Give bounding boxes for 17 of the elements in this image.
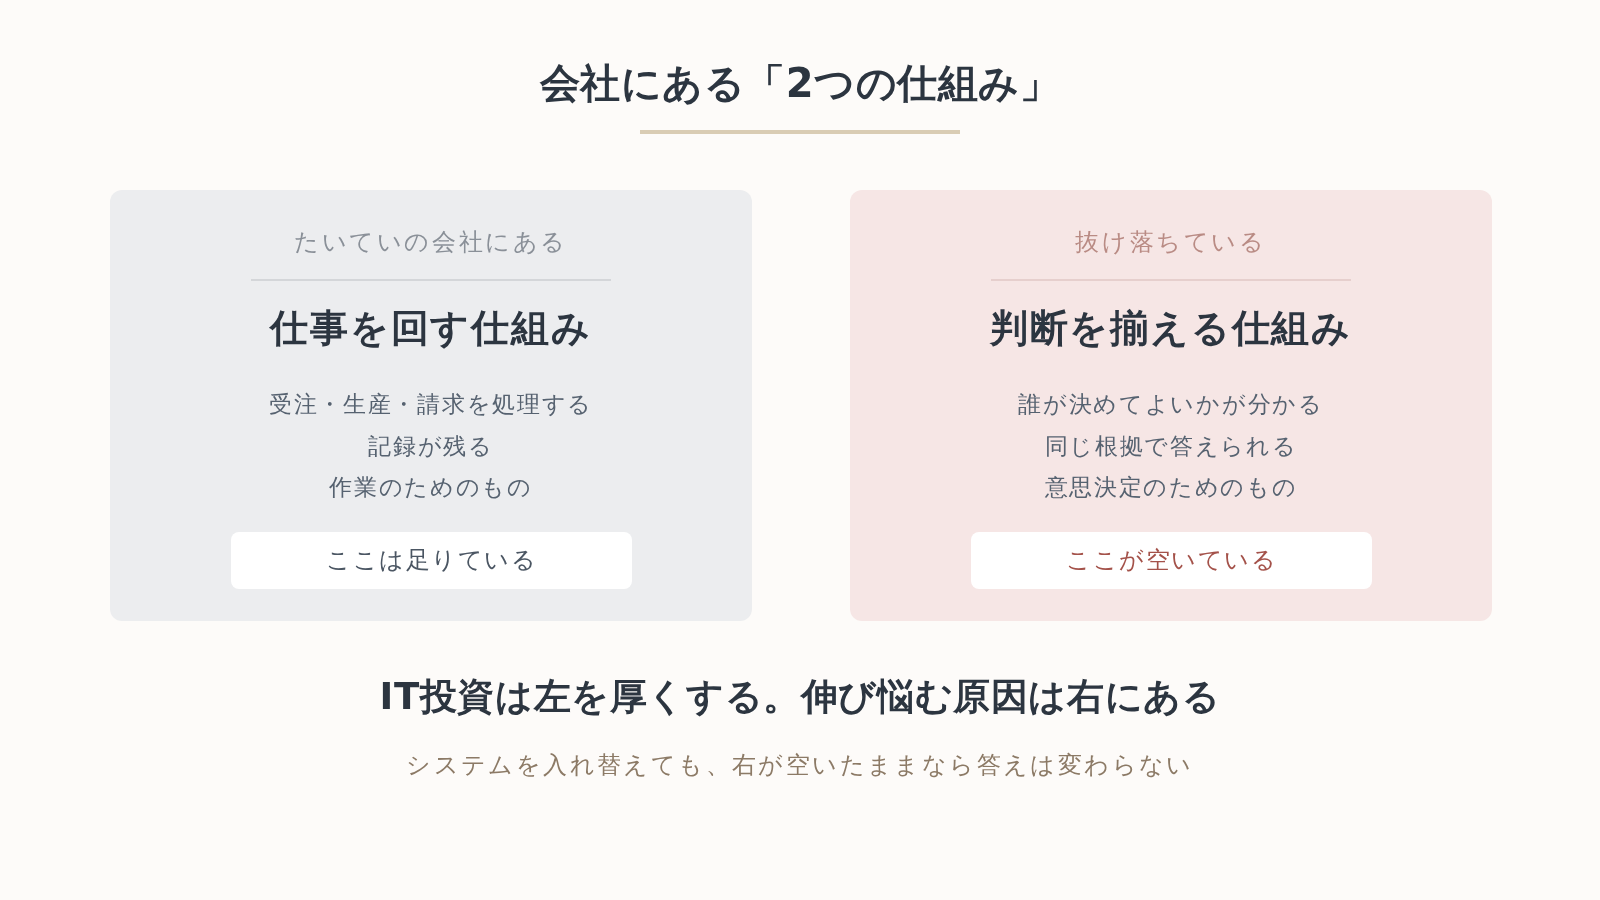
card-heading: 判断を揃える仕組み xyxy=(989,304,1353,352)
body-text: 記録が残る xyxy=(368,431,494,461)
card-subtitle: 抜け落ちている xyxy=(1075,226,1267,258)
body-text: 意思決定のためのもの xyxy=(1044,473,1298,502)
status-box: ここが空いている xyxy=(971,532,1372,589)
body-text: 受注・生産・請求を処理する xyxy=(268,390,594,419)
conclusion-note: システムを入れ替えても、右が空いたままなら答えは変わらない xyxy=(406,749,1194,781)
body-text: 作業のためのもの xyxy=(329,473,533,502)
status-box: ここは足りている xyxy=(231,532,632,589)
card-subtitle: たいていの会社にある xyxy=(294,226,568,258)
info-card xyxy=(110,190,752,621)
body-text: 同じ根拠で答えられる xyxy=(1044,431,1298,461)
body-text: 誰が決めてよいかが分かる xyxy=(1018,390,1324,419)
card-heading: 仕事を回す仕組み xyxy=(270,304,592,352)
title: 会社にある「2つの仕組み」 xyxy=(539,59,1061,108)
info-card xyxy=(850,190,1492,621)
conclusion-heading: IT投資は左を厚くする。伸び悩む原因は右にある xyxy=(379,674,1221,720)
